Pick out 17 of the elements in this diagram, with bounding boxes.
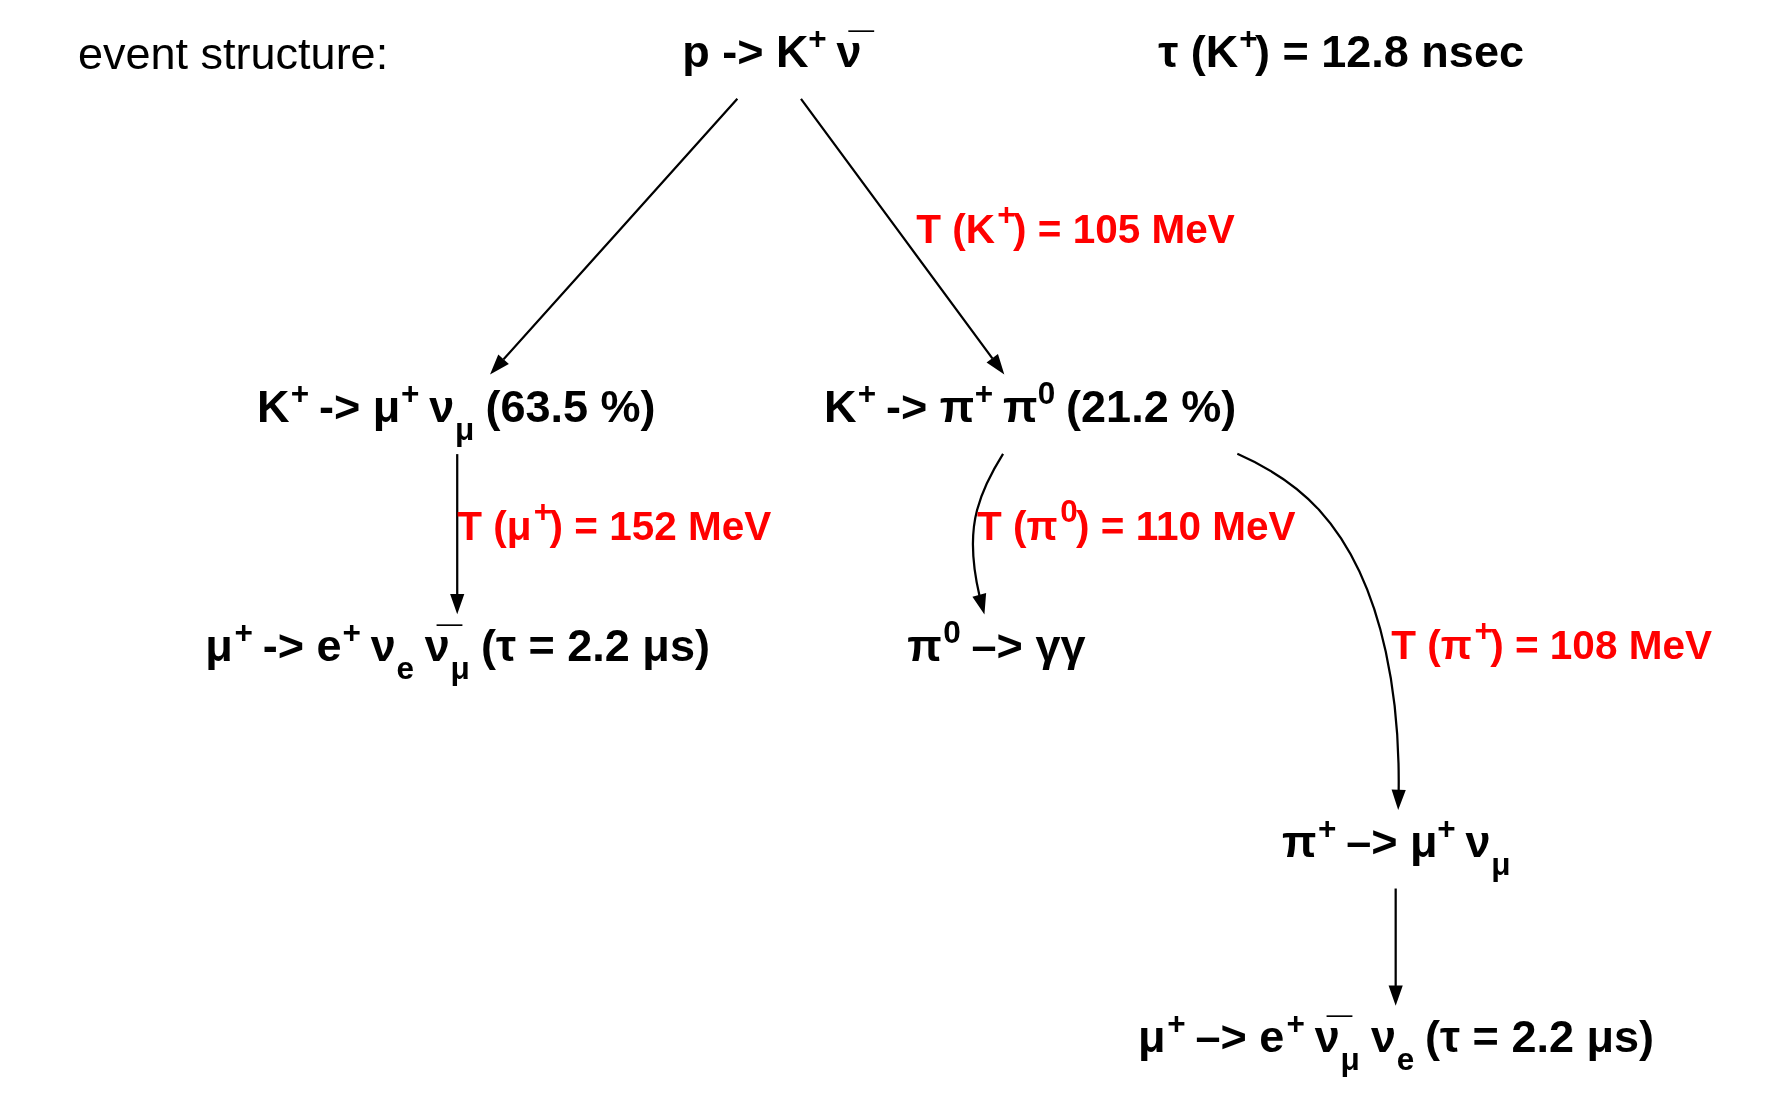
label: τ (K$^{+}$) = 12.8 nsec — [1158, 19, 1524, 77]
node-text: μ$^{+}$ -> e$^{+}$ ν$_{e}$ ν̅$_{μ}$ (τ = 2.2 μs) — [205, 613, 710, 686]
node-text: π$^{0}$ –> γγ — [907, 613, 1086, 671]
edge-label: T (π$^{+}$) = 108 MeV — [1391, 612, 1712, 669]
arrow — [490, 98, 739, 375]
node-text: π$^{+}$ –> μ$^{+}$ ν$_{μ}$ — [1282, 809, 1511, 882]
arrow — [971, 453, 1004, 615]
arrow — [450, 454, 465, 615]
label: event structure: — [78, 27, 389, 79]
node-text: μ$^{+}$ –> e$^{+}$ ν̅$_{μ}$ ν$_{e}$ (τ = 2.2 μs) — [1137, 1005, 1655, 1078]
node-text: K$^{+}$ -> μ$^{+}$ ν$_{μ}$ (63.5 %) — [256, 375, 656, 448]
node-text: K$^{+}$ -> π$^{+}$ π$^{0}$ (21.2 %) — [824, 375, 1237, 433]
arrow — [1236, 452, 1406, 811]
edge-label: T (K$^{+}$) = 105 MeV — [916, 196, 1235, 253]
arrow — [1388, 888, 1403, 1006]
arrow — [800, 98, 1005, 375]
edge-label: T (π$^{0}$) = 110 MeV — [977, 493, 1296, 550]
